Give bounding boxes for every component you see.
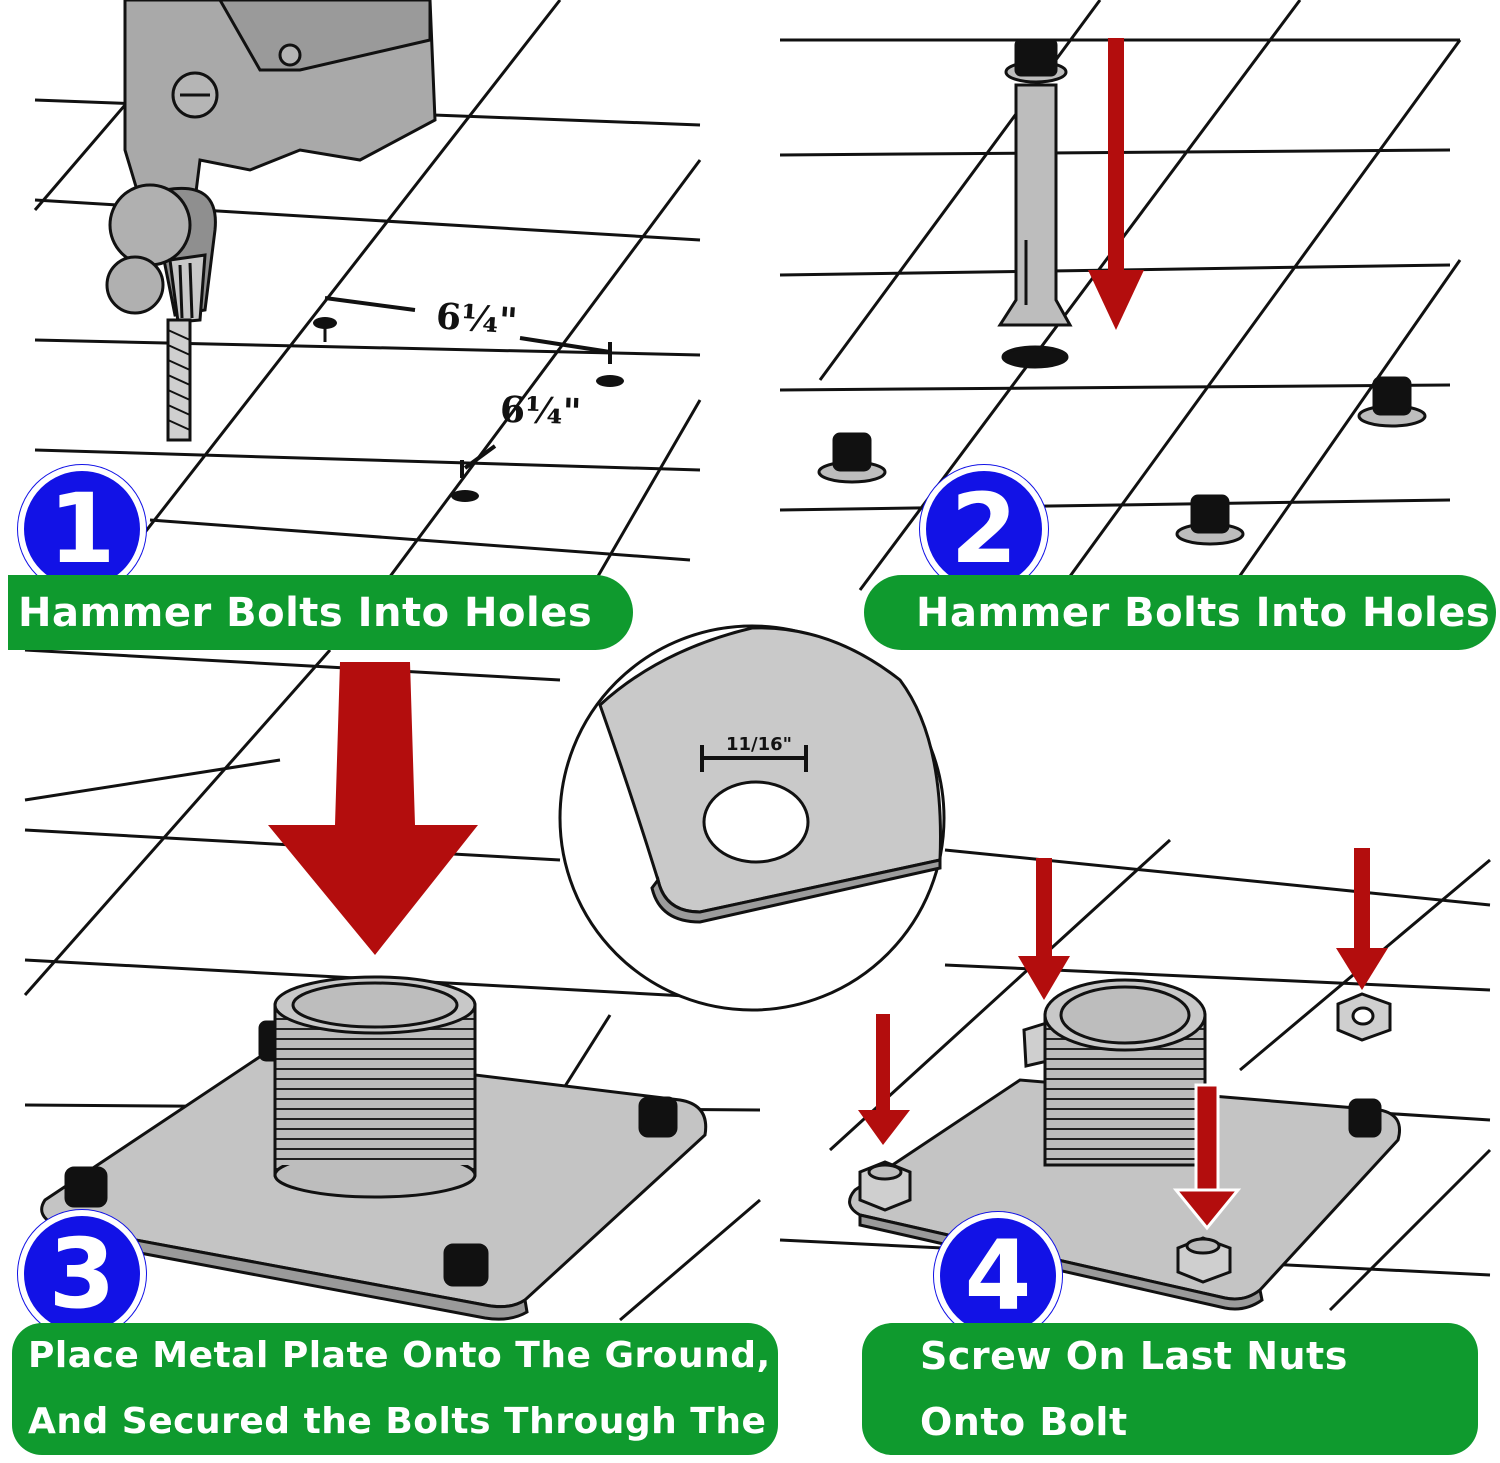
caption-line: And Secured the Bolts Through The Plate: [28, 1401, 887, 1442]
anchor-cap: [1175, 494, 1245, 546]
drilled-holes: [313, 317, 624, 502]
step-badge-1: 1: [18, 465, 146, 593]
step-1-caption: Hammer Bolts Into Holes: [8, 575, 633, 650]
hole-diameter-label: 11/16": [726, 734, 793, 755]
step-badge-4: 4: [934, 1212, 1062, 1340]
drill: [105, 0, 437, 442]
caption-line: Place Metal Plate Onto The Ground,: [28, 1335, 771, 1376]
anchor-cap: [817, 432, 887, 484]
step-2-caption: Hammer Bolts Into Holes: [864, 575, 1496, 650]
hole-marker: [596, 375, 624, 387]
red-arrow: [1336, 848, 1388, 990]
red-arrow: [1018, 858, 1070, 1000]
caption-line: Hammer Bolts Into Holes: [18, 589, 593, 636]
dimension-label-vertical: 6¼": [499, 388, 583, 434]
panel-4-arrows: [858, 848, 1388, 1231]
caption-line: Onto Bolt: [920, 1400, 1128, 1444]
hole-detail-callout: [558, 624, 946, 1012]
red-arrow: [1172, 1083, 1242, 1231]
step-4-caption: Screw On Last Nuts Onto Bolt: [862, 1323, 1478, 1455]
installed-anchors: [817, 376, 1427, 546]
hole-marker: [451, 490, 479, 502]
red-arrow: [858, 1014, 910, 1145]
caption-line: Screw On Last Nuts: [920, 1334, 1348, 1378]
base-plate-with-nuts: [848, 992, 1401, 1311]
step-badge-3: 3: [18, 1210, 146, 1338]
threaded-pipe: [273, 975, 477, 1199]
step-badge-2: 2: [920, 465, 1048, 593]
step-3-caption: Place Metal Plate Onto The Ground, And S…: [12, 1323, 887, 1455]
anchor-cap: [1357, 376, 1427, 428]
panel-2-down-arrow: [1088, 38, 1144, 330]
panel-3-down-arrow: [268, 662, 478, 955]
dimension-lines: [324, 296, 612, 478]
caption-line: Hammer Bolts Into Holes: [916, 589, 1491, 636]
hole-marker: [313, 317, 337, 329]
panel-4-pipe: [1043, 978, 1207, 1167]
dimension-label-horizontal: 6¼": [434, 295, 519, 343]
anchor-bolt: [997, 38, 1073, 369]
